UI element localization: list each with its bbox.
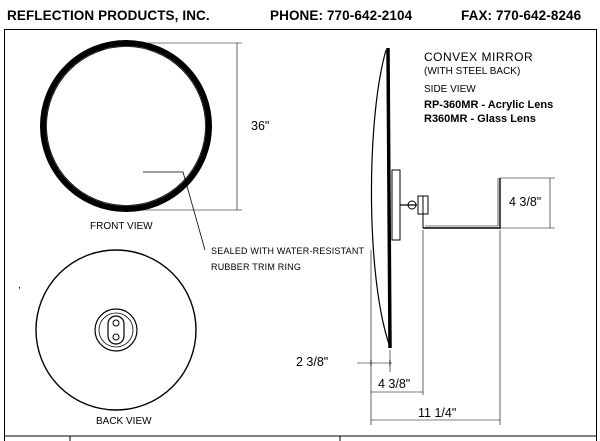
back-mount-bracket	[107, 315, 125, 345]
side-view-label: SIDE VIEW	[424, 84, 476, 95]
depth-label: 2 3/8"	[296, 355, 329, 369]
company-name: REFLECTION PRODUCTS, INC.	[7, 8, 210, 23]
front-view-label: FRONT VIEW	[90, 221, 153, 232]
drawing-frame	[4, 29, 597, 441]
side-mount-hub	[391, 169, 401, 241]
side-mirror-convex-face	[370, 49, 391, 348]
trim-ring-leader	[143, 171, 206, 251]
side-title: CONVEX MIRROR	[424, 50, 534, 64]
bracket-offset-label: 4 3/8"	[378, 377, 411, 391]
stray-mark: ,	[18, 280, 21, 291]
model-acrylic: RP-360MR - Acrylic Lens	[424, 99, 554, 111]
bracket-height-label: 4 3/8"	[509, 195, 542, 209]
side-subtitle: (WITH STEEL BACK)	[424, 66, 521, 77]
back-mount-plate	[94, 308, 138, 352]
trim-ring-callout-line2: RUBBER TRIM RING	[211, 262, 302, 272]
back-view-disc	[35, 249, 197, 411]
front-view-mirror-rim	[40, 40, 212, 212]
trim-ring-callout-line1: SEALED WITH WATER-RESISTANT	[211, 246, 365, 256]
side-wall-bracket	[423, 178, 501, 229]
overall-length-label: 11 1/4"	[418, 406, 457, 420]
back-view-label: BACK VIEW	[96, 416, 152, 427]
model-glass: R360MR - Glass Lens	[424, 113, 536, 125]
phone-number: PHONE: 770-642-2104	[270, 8, 413, 23]
side-mirror-back-edge	[386, 47, 392, 349]
front-diameter-label: 36"	[251, 119, 270, 133]
fax-number: FAX: 770-642-8246	[461, 8, 582, 23]
